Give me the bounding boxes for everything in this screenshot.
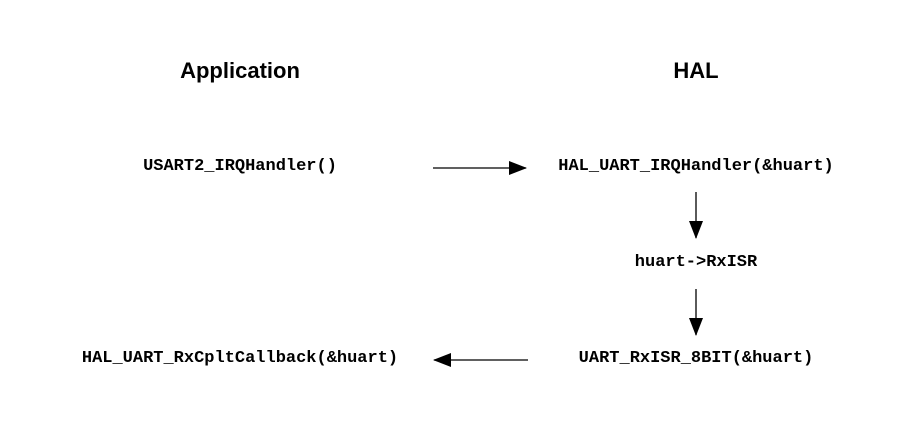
column-title-hal: HAL bbox=[673, 58, 719, 83]
node-hal-uart-rxcplt-callback: HAL_UART_RxCpltCallback(&huart) bbox=[81, 349, 399, 368]
column-title-application: Application bbox=[180, 58, 300, 83]
node-uart-rxisr-8bit: UART_RxISR_8BIT(&huart) bbox=[578, 349, 814, 368]
node-huart-rxisr: huart->RxISR bbox=[634, 253, 758, 272]
node-usart2-irq-handler: USART2_IRQHandler() bbox=[143, 157, 337, 176]
node-hal-uart-irq-handler: HAL_UART_IRQHandler(&huart) bbox=[558, 157, 834, 176]
